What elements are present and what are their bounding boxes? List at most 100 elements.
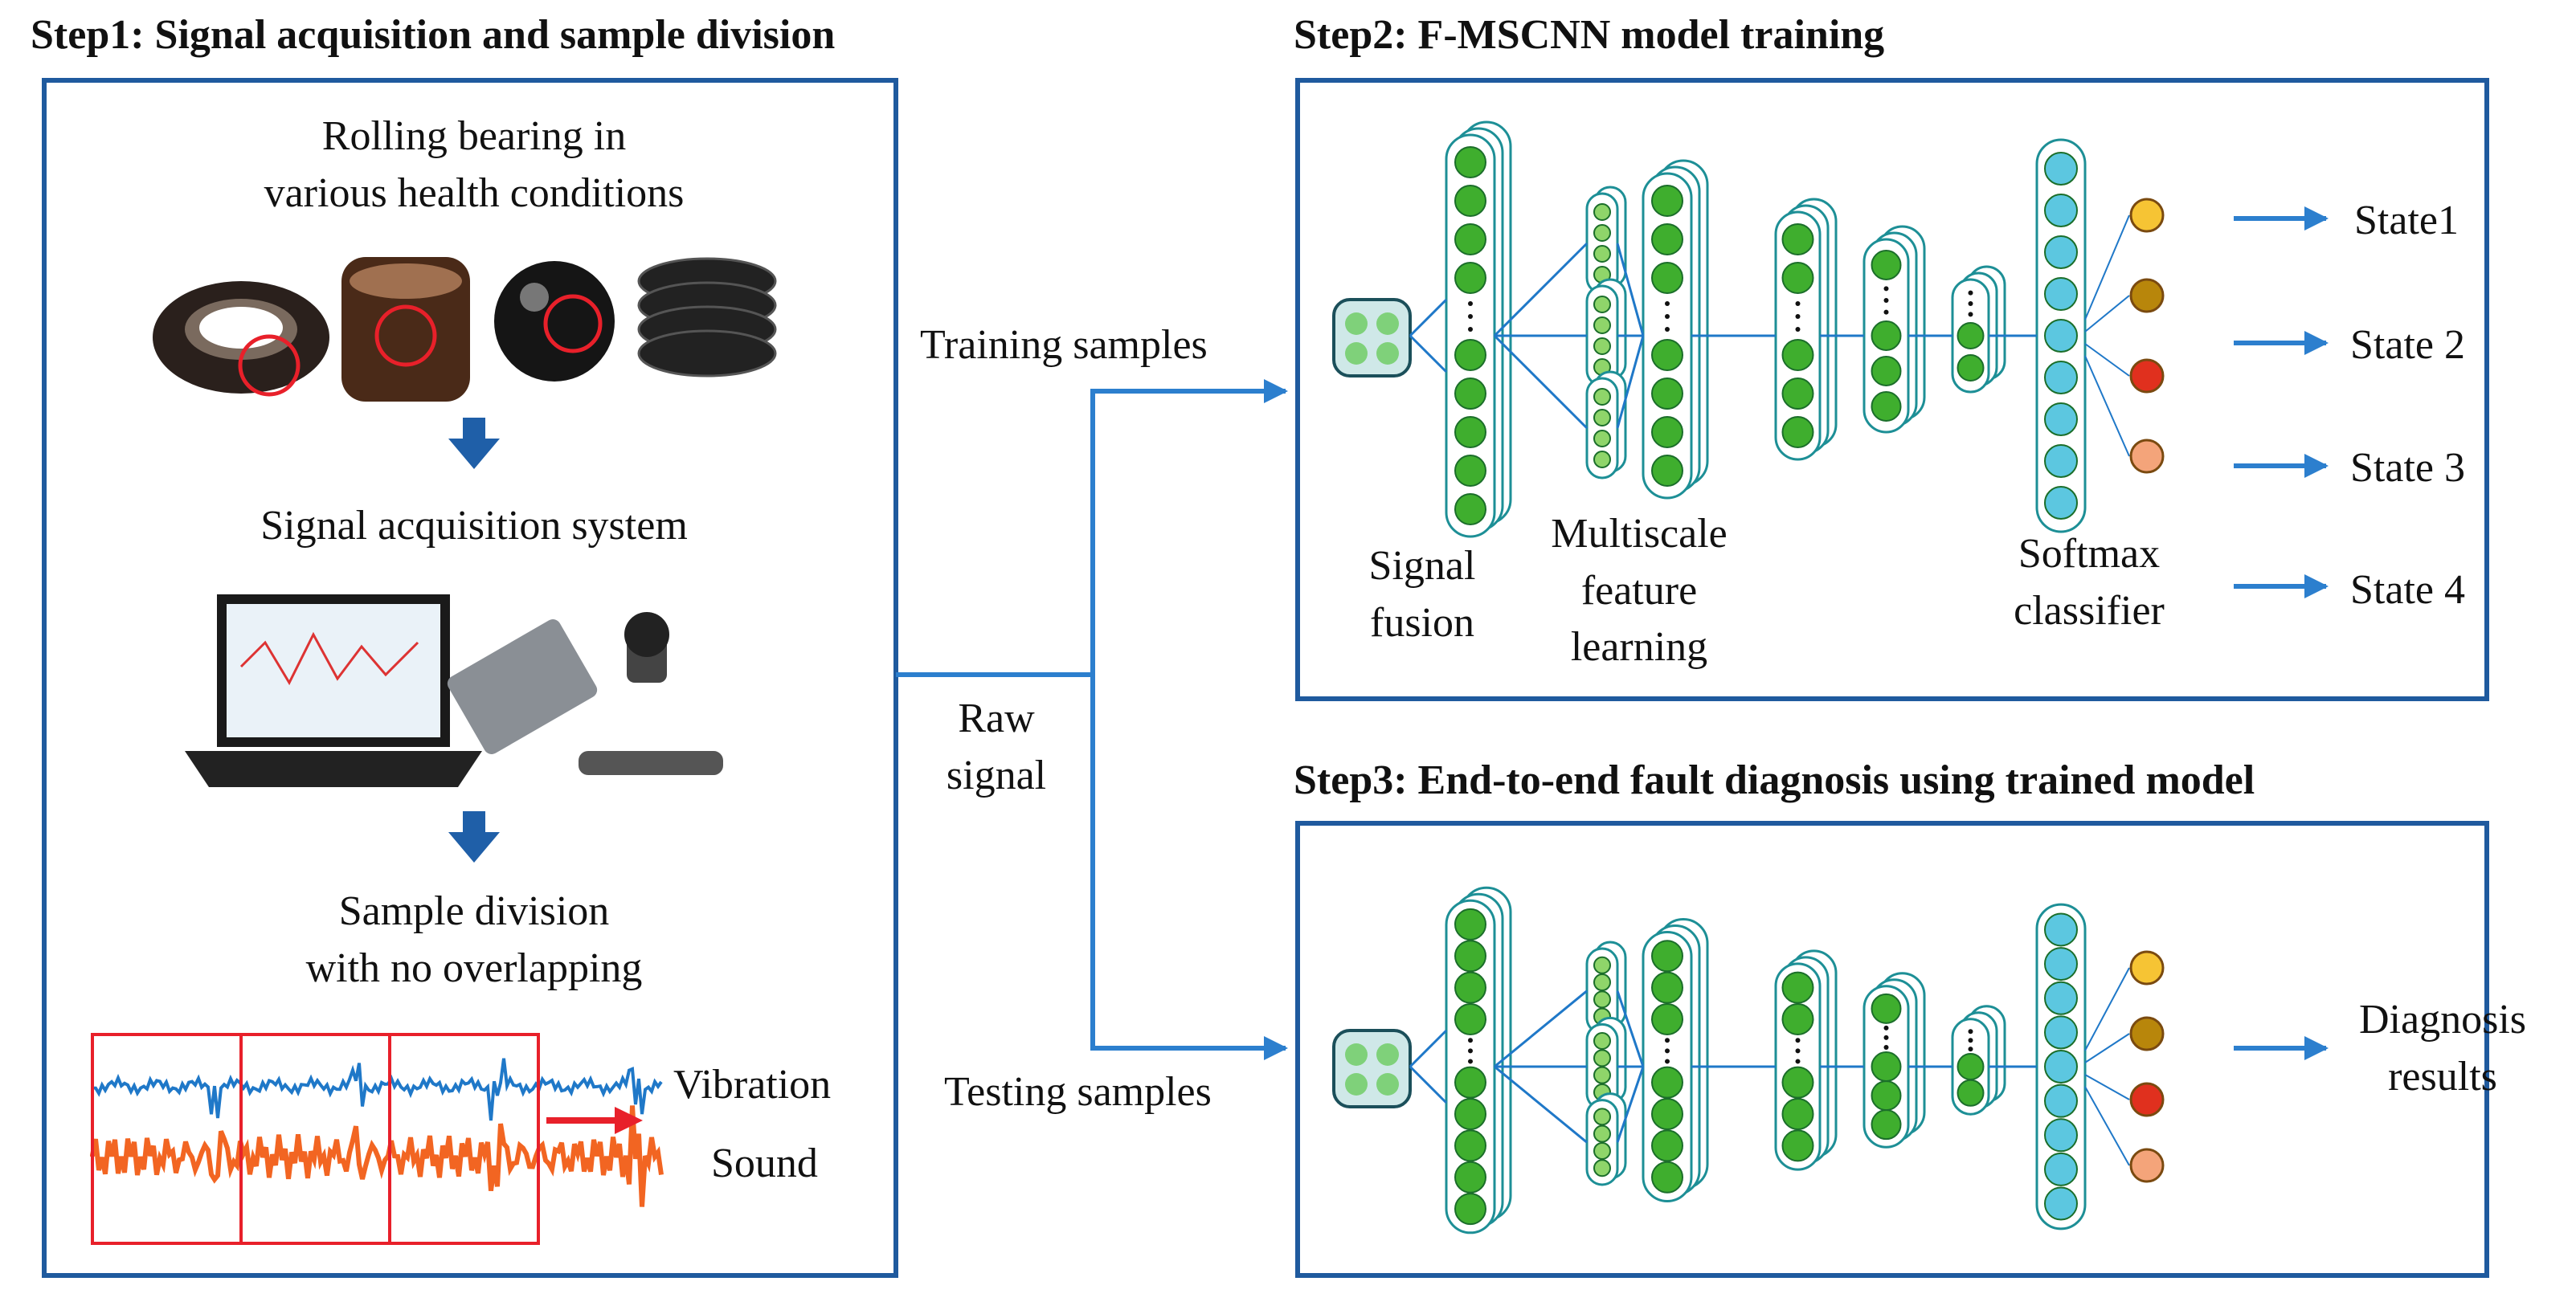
output-neuron-3 bbox=[2129, 358, 2165, 394]
diagnosis-results-label: Diagnosis results bbox=[2330, 992, 2555, 1105]
acquisition-caption: Signal acquisition system bbox=[260, 503, 688, 549]
output-neuron-4 bbox=[2129, 439, 2165, 474]
softmax-layer bbox=[2035, 138, 2087, 533]
conv-layer-2 bbox=[1642, 918, 1709, 1202]
output-neuron-3 bbox=[2129, 1082, 2165, 1117]
down-arrow-icon bbox=[448, 418, 500, 469]
step3-frame bbox=[1295, 821, 2489, 1278]
conv-layer-4 bbox=[1862, 225, 1926, 434]
output-neuron-1 bbox=[2129, 950, 2165, 986]
output-link bbox=[2084, 214, 2130, 320]
bearing-photo-2 bbox=[341, 257, 470, 402]
bearing-caption: Rolling bearing in various health condit… bbox=[209, 108, 739, 222]
state-4-label: State 4 bbox=[2350, 567, 2465, 613]
bearing-photo-3 bbox=[494, 261, 615, 382]
raw-signal-label: Raw signal bbox=[908, 691, 1085, 804]
output-neuron-2 bbox=[2129, 1016, 2165, 1051]
fault-marker-1 bbox=[238, 334, 301, 397]
state-3-label: State 3 bbox=[2350, 445, 2465, 491]
multiscale-branch-1 bbox=[1585, 186, 1627, 295]
softmax-line2: classifier bbox=[2014, 587, 2165, 634]
output-link bbox=[2084, 967, 2130, 1051]
branch-link bbox=[1493, 334, 1589, 430]
division-caption: Sample division with no overlapping bbox=[209, 884, 739, 997]
vibration-label: Vibration bbox=[673, 1062, 832, 1108]
testing-arrow bbox=[1090, 675, 1288, 1060]
branch-link bbox=[1493, 242, 1589, 337]
branch-link bbox=[1616, 1066, 1645, 1143]
diagnosis-results-line1: Diagnosis bbox=[2359, 997, 2526, 1043]
step2-frame bbox=[1295, 78, 2489, 701]
daq-device bbox=[447, 619, 598, 754]
bearing-photo-4 bbox=[637, 257, 777, 377]
state-1-label: State1 bbox=[2354, 198, 2459, 243]
signal-fusion-label: Signal fusion bbox=[1334, 538, 1511, 651]
branch-link bbox=[1494, 990, 1588, 1068]
output-neuron-4 bbox=[2129, 1148, 2165, 1183]
fusion-link bbox=[1409, 334, 1448, 373]
division-caption-line2: with no overlapping bbox=[305, 945, 643, 991]
branch-link bbox=[1616, 243, 1645, 337]
multiscale-branch-2 bbox=[1585, 278, 1627, 387]
microphone bbox=[579, 751, 723, 775]
branch-link bbox=[1616, 335, 1645, 429]
accelerometer-head bbox=[624, 612, 669, 657]
step1-frame bbox=[42, 78, 898, 1278]
signal-fusion-line2: fusion bbox=[1370, 599, 1474, 646]
conv-layer-1 bbox=[1445, 886, 1512, 1235]
output-link bbox=[2084, 343, 2130, 377]
output-link bbox=[2084, 1033, 2130, 1063]
output-link bbox=[2084, 1086, 2130, 1166]
fault-marker-2 bbox=[374, 304, 437, 367]
conv-layer-3 bbox=[1774, 198, 1838, 461]
multiscale-branch-1 bbox=[1585, 941, 1627, 1035]
fusion-block bbox=[1332, 298, 1412, 377]
state-2-label: State 2 bbox=[2350, 322, 2465, 368]
step2-title: Step2: F-MSCNN model training bbox=[1294, 12, 1885, 58]
shift-arrow-head bbox=[615, 1107, 643, 1134]
output-link bbox=[2084, 355, 2130, 457]
fusion-link bbox=[1409, 1029, 1448, 1068]
branch-link bbox=[1494, 1065, 1588, 1144]
f-mscnn-network-test bbox=[1332, 886, 2329, 1235]
step1-title: Step1: Signal acquisition and sample div… bbox=[31, 12, 836, 58]
msfl-line2: feature bbox=[1580, 567, 1698, 614]
signal-waveforms bbox=[90, 1033, 664, 1245]
conv-layer-1 bbox=[1445, 120, 1512, 538]
conv-layer-2 bbox=[1642, 159, 1709, 500]
raw-signal-line1: Raw bbox=[958, 696, 1035, 741]
output-link bbox=[2084, 295, 2130, 333]
fusion-link bbox=[1409, 298, 1448, 337]
raw-signal-line2: signal bbox=[946, 752, 1047, 798]
training-samples-label: Training samples bbox=[920, 322, 1208, 368]
conv-layer-5 bbox=[1951, 1005, 2006, 1116]
branch-link bbox=[1616, 990, 1645, 1067]
laptop-photo bbox=[185, 594, 482, 787]
training-arrow bbox=[896, 379, 1288, 677]
msfl-line3: learning bbox=[1570, 624, 1708, 671]
down-arrow-icon bbox=[448, 811, 500, 863]
multiscale-branch-3 bbox=[1585, 370, 1627, 480]
softmax-classifier-label: Softmax classifier bbox=[1977, 526, 2202, 639]
multiscale-feature-learning-label: Multiscale feature learning bbox=[1511, 506, 1768, 676]
f-mscnn-network-train bbox=[1332, 120, 2329, 598]
msfl-line1: Multiscale bbox=[1551, 511, 1728, 557]
fusion-block bbox=[1332, 1029, 1412, 1108]
bearing-caption-line1: Rolling bearing in bbox=[321, 113, 627, 159]
sound-waveform bbox=[90, 1105, 664, 1207]
step3-title: Step3: End-to-end fault diagnosis using … bbox=[1294, 757, 2255, 803]
bearing-caption-line2: various health conditions bbox=[264, 169, 685, 216]
softmax-line1: Softmax bbox=[2018, 531, 2161, 577]
sound-label: Sound bbox=[711, 1141, 818, 1186]
output-neuron-2 bbox=[2129, 278, 2165, 313]
multiscale-branch-2 bbox=[1585, 1016, 1627, 1111]
output-link bbox=[2084, 1074, 2130, 1100]
fault-marker-3 bbox=[543, 294, 603, 353]
testing-samples-label: Testing samples bbox=[944, 1069, 1212, 1115]
fusion-link bbox=[1409, 1065, 1448, 1104]
conv-layer-3 bbox=[1774, 949, 1838, 1171]
division-caption-line1: Sample division bbox=[338, 888, 610, 934]
softmax-layer bbox=[2035, 903, 2087, 1230]
diagnosis-results-line2: results bbox=[2388, 1053, 2497, 1100]
